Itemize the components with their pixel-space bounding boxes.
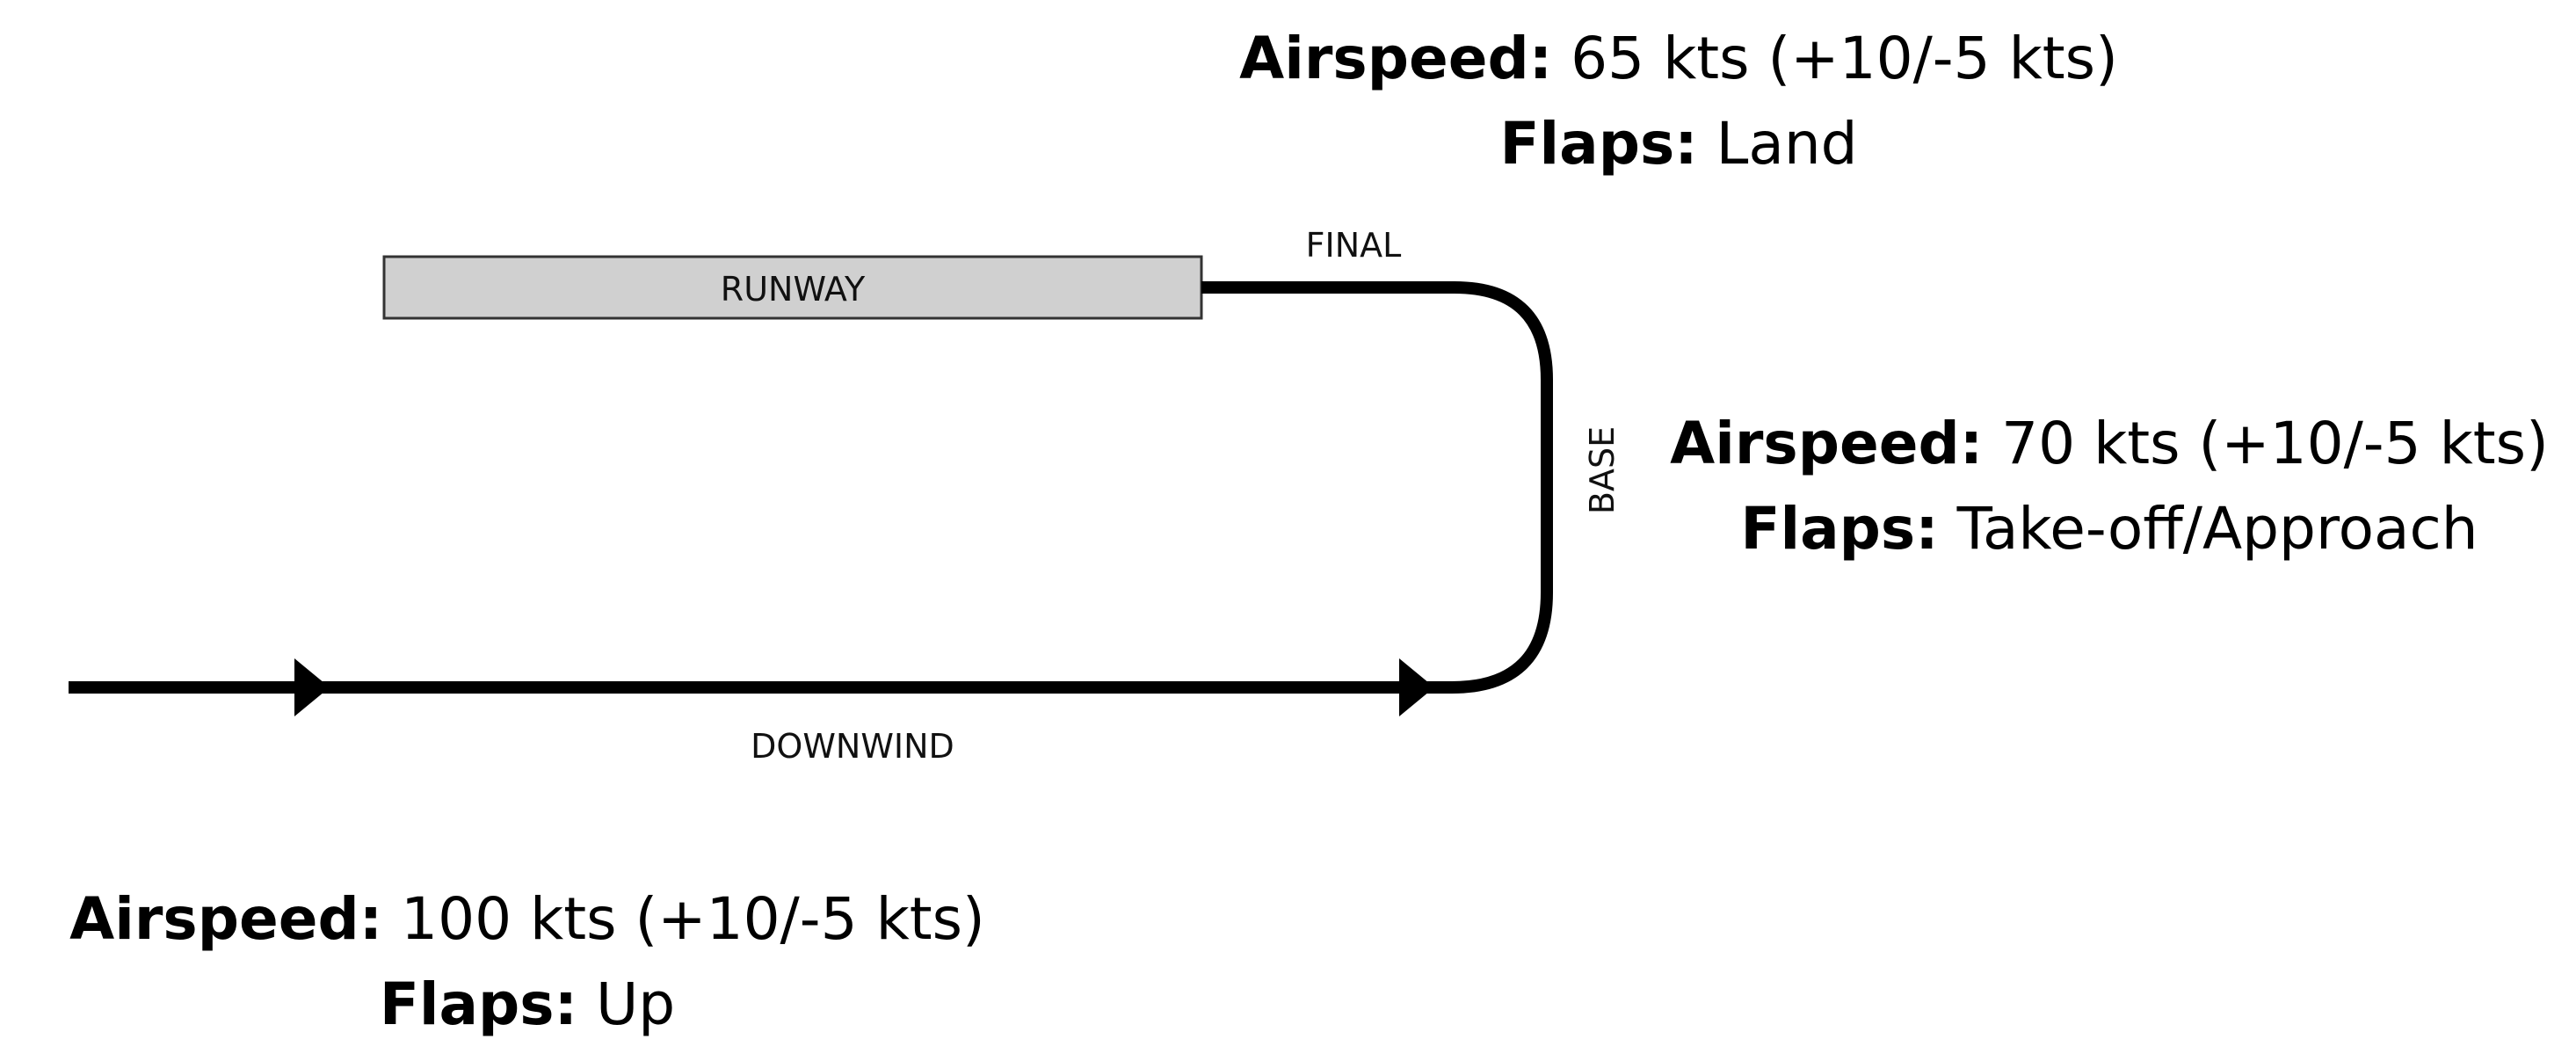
final-flaps-value: Land (1697, 110, 1858, 178)
final-airspeed-value: 65 kts (+10/-5 kts) (1552, 25, 2118, 92)
runway-label: RUNWAY (721, 270, 866, 309)
base-airspeed-value: 70 kts (+10/-5 kts) (1983, 410, 2549, 477)
final-label: FINAL (1306, 226, 1402, 265)
downwind-airspeed-value: 100 kts (+10/-5 kts) (382, 885, 985, 953)
final-airspeed-key: Airspeed: (1239, 25, 1553, 92)
downwind-leg-settings: Airspeed: 100 kts (+10/-5 kts) Flaps: Up (62, 876, 993, 1047)
base-label: BASE (1583, 426, 1622, 514)
runway (382, 255, 1203, 320)
base-leg-settings: Airspeed: 70 kts (+10/-5 kts) Flaps: Tak… (1652, 401, 2566, 571)
downwind-flaps-line: Flaps: Up (62, 962, 993, 1047)
base-flaps-value: Take-off/Approach (1938, 495, 2478, 563)
final-flaps-key: Flaps: (1499, 110, 1698, 178)
base-flaps-key: Flaps: (1740, 495, 1939, 563)
final-leg-settings: Airspeed: 65 kts (+10/-5 kts) Flaps: Lan… (1195, 16, 2162, 186)
downwind-airspeed-line: Airspeed: 100 kts (+10/-5 kts) (62, 876, 993, 962)
base-airspeed-key: Airspeed: (1670, 410, 1984, 477)
base-airspeed-line: Airspeed: 70 kts (+10/-5 kts) (1652, 401, 2566, 486)
direction-arrow-1 (294, 658, 330, 716)
final-flaps-line: Flaps: Land (1195, 101, 2162, 186)
direction-arrow-2 (1399, 658, 1434, 716)
pattern-path (69, 281, 1553, 694)
downwind-label: DOWNWIND (751, 727, 954, 766)
downwind-airspeed-key: Airspeed: (69, 885, 383, 953)
downwind-flaps-key: Flaps: (379, 970, 577, 1038)
downwind-flaps-value: Up (577, 970, 676, 1038)
base-flaps-line: Flaps: Take-off/Approach (1652, 486, 2566, 571)
final-airspeed-line: Airspeed: 65 kts (+10/-5 kts) (1195, 16, 2162, 101)
